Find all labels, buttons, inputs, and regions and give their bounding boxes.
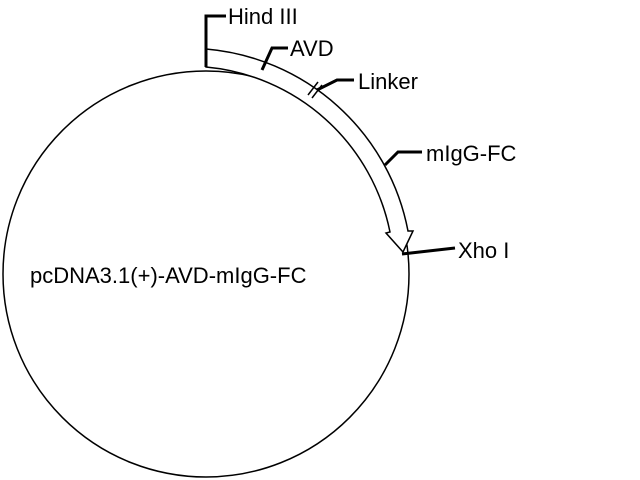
linker-label: Linker	[358, 69, 418, 94]
linker-divider-left	[307, 81, 319, 96]
insert-arrow	[205, 48, 415, 254]
linker-leader	[316, 78, 354, 92]
xho-i-leader	[401, 246, 456, 256]
hind-iii-label: Hind III	[228, 4, 298, 29]
migg-fc-label: mIgG-FC	[426, 141, 517, 166]
avd-label: AVD	[290, 36, 334, 61]
hind-iii-marker	[204, 14, 226, 67]
avd-leader	[260, 46, 288, 71]
plasmid-backbone-circle	[2, 70, 410, 478]
plasmid-name-label: pcDNA3.1(+)-AVD-mIgG-FC	[30, 263, 307, 288]
xho-i-label: Xho I	[458, 238, 509, 263]
migg-fc-leader	[383, 150, 422, 167]
